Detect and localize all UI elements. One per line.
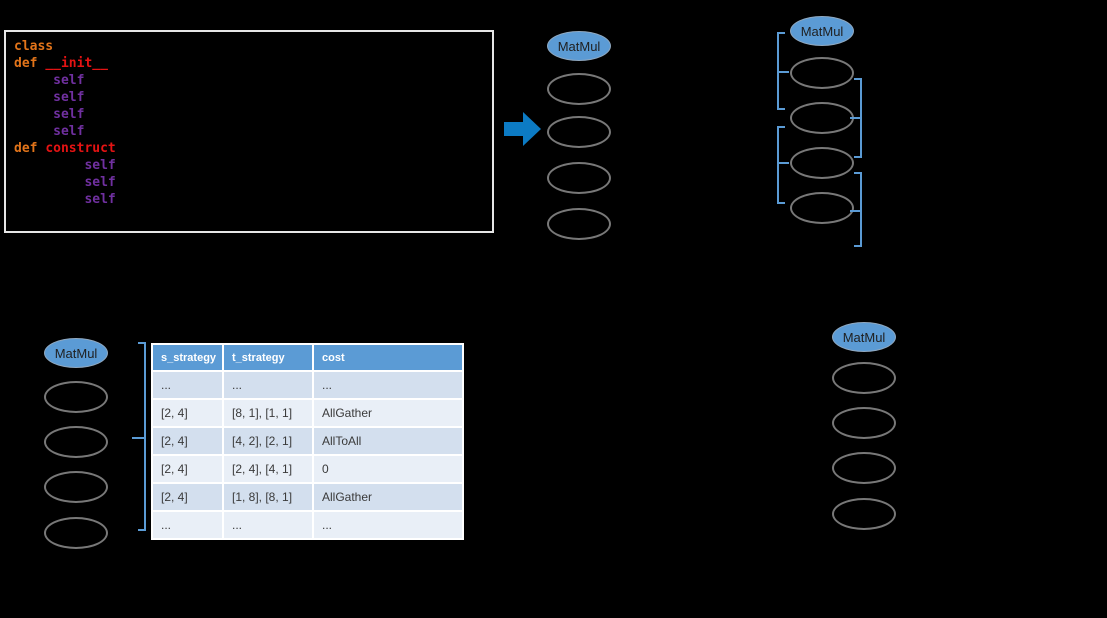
group-bracket (777, 126, 789, 204)
code-token-self: self (53, 90, 85, 105)
code-token-keyword: def (14, 141, 46, 156)
graph-node-ellipse (790, 192, 854, 224)
matmul-node-label: MatMul (54, 345, 98, 361)
code-line: def __init__ (14, 55, 492, 72)
graph-column-costed: MatMul (44, 338, 108, 558)
cost-table-cell: [8, 1], [1, 1] (224, 400, 312, 426)
code-token-self: self (84, 192, 116, 207)
cost-table-column-header: t_strategy (224, 345, 312, 370)
matmul-node: MatMul (832, 322, 896, 352)
cost-table-cell: AllToAll (314, 428, 462, 454)
cost-table-cell: 0 (314, 456, 462, 482)
matmul-node-label: MatMul (842, 329, 886, 345)
graph-node-ellipse (547, 116, 611, 148)
cost-table-row: [2, 4][8, 1], [1, 1]AllGather (153, 400, 462, 426)
cost-table-cell: ... (224, 372, 312, 398)
code-line: self (14, 157, 492, 174)
code-line: def construct (14, 140, 492, 157)
code-token-self: self (53, 73, 85, 88)
cost-table-cell: [2, 4] (153, 484, 222, 510)
graph-node-ellipse (547, 208, 611, 240)
graph-node-ellipse (832, 407, 896, 439)
group-bracket (850, 172, 862, 247)
graph-node-ellipse (44, 426, 108, 458)
code-line: self (14, 123, 492, 140)
cost-table-row: ......... (153, 372, 462, 398)
matmul-node-label: MatMul (800, 23, 844, 39)
group-bracket (850, 78, 862, 158)
cost-table-cell: [1, 8], [8, 1] (224, 484, 312, 510)
code-token-func: construct (45, 141, 116, 156)
cost-table-row: ......... (153, 512, 462, 538)
graph-node-ellipse (790, 102, 854, 134)
graph-node-ellipse (44, 471, 108, 503)
graph-column-operator: MatMul (547, 31, 611, 251)
code-line: self (14, 174, 492, 191)
matmul-node: MatMul (44, 338, 108, 368)
code-token-keyword: def (14, 56, 46, 71)
cost-table-cell: [2, 4] (153, 428, 222, 454)
graph-node-ellipse (547, 73, 611, 105)
code-token-self: self (84, 175, 116, 190)
group-bracket (777, 32, 789, 110)
code-line: self (14, 72, 492, 89)
code-line: self (14, 106, 492, 123)
flow-right-arrow-icon (504, 112, 541, 146)
cost-table-row: [2, 4][4, 2], [2, 1]AllToAll (153, 428, 462, 454)
cost-table-cell: ... (314, 512, 462, 538)
graph-node-ellipse (832, 452, 896, 484)
cost-table-cell: [2, 4] (153, 400, 222, 426)
code-line: self (14, 191, 492, 208)
cost-table-column-header: cost (314, 345, 462, 370)
code-token-self: self (53, 107, 85, 122)
graph-column-final: MatMul (832, 322, 896, 542)
matmul-node: MatMul (790, 16, 854, 46)
matmul-node-label: MatMul (557, 38, 601, 54)
code-token-keyword: class (14, 39, 54, 54)
cost-table-cell: ... (224, 512, 312, 538)
cost-table-row: [2, 4][1, 8], [8, 1]AllGather (153, 484, 462, 510)
matmul-node: MatMul (547, 31, 611, 61)
cost-table-cell: AllGather (314, 484, 462, 510)
cost-table-cell: ... (153, 372, 222, 398)
graph-node-ellipse (44, 517, 108, 549)
graph-node-ellipse (790, 147, 854, 179)
graph-node-ellipse (832, 498, 896, 530)
graph-node-ellipse (547, 162, 611, 194)
graph-node-ellipse (44, 381, 108, 413)
graph-node-ellipse (832, 362, 896, 394)
code-line: self (14, 89, 492, 106)
cost-table-cell: [4, 2], [2, 1] (224, 428, 312, 454)
graph-column-grouped: MatMul (790, 16, 854, 236)
cost-table-cell: ... (153, 512, 222, 538)
cost-table-cell: [2, 4] (153, 456, 222, 482)
cost-table-column-header: s_strategy (153, 345, 222, 370)
graph-node-ellipse (790, 57, 854, 89)
code-token-self: self (84, 158, 116, 173)
code-line: class (14, 38, 492, 55)
code-token-self: self (53, 124, 85, 139)
cost-table-cell: AllGather (314, 400, 462, 426)
cost-table-row: [2, 4][2, 4], [4, 1]0 (153, 456, 462, 482)
table-link-bracket (132, 342, 146, 531)
cost-table-cell: ... (314, 372, 462, 398)
code-token-func: __init__ (45, 56, 108, 71)
cost-table-cell: [2, 4], [4, 1] (224, 456, 312, 482)
